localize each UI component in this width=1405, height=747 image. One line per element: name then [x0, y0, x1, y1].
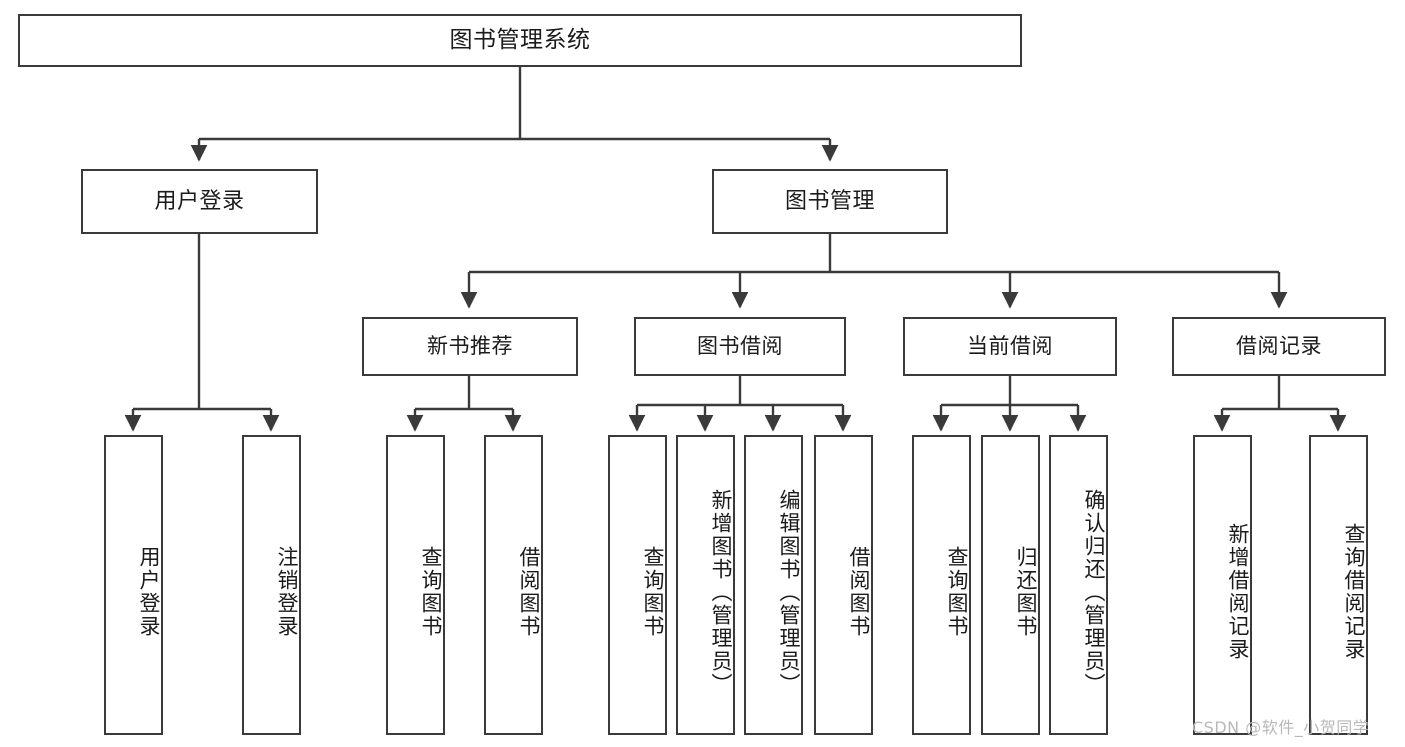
node-query-borrow-record-label: 查询借阅记录: [1342, 523, 1366, 661]
node-add-book-label: 新增图书（管理员）: [709, 488, 733, 696]
node-query-borrow-record[interactable]: 查询借阅记录: [1309, 435, 1368, 735]
node-return-book-label: 归还图书: [1014, 546, 1038, 638]
node-book-management[interactable]: 图书管理: [712, 169, 948, 234]
node-user-login[interactable]: 用户登录: [81, 169, 318, 234]
node-add-borrow-record-label: 新增借阅记录: [1226, 523, 1250, 661]
node-book-borrow-label: 图书借阅: [697, 334, 783, 359]
node-borrow-book-1-label: 借阅图书: [517, 546, 541, 638]
node-user-login-leaf[interactable]: 用户登录: [104, 435, 163, 735]
node-edit-book[interactable]: 编辑图书（管理员）: [744, 435, 803, 735]
node-user-login-label: 用户登录: [154, 188, 245, 214]
node-current-borrow[interactable]: 当前借阅: [903, 317, 1117, 376]
node-query-book-3[interactable]: 查询图书: [912, 435, 971, 735]
node-user-login-leaf-label: 用户登录: [137, 546, 161, 638]
node-query-book-1[interactable]: 查询图书: [386, 435, 445, 735]
watermark: CSDN @软件_小贺同学: [1192, 718, 1370, 737]
node-book-borrow[interactable]: 图书借阅: [634, 317, 846, 376]
node-borrow-book-2-label: 借阅图书: [847, 546, 871, 638]
node-new-book-recommend[interactable]: 新书推荐: [362, 317, 578, 376]
node-user-logout-leaf-label: 注销登录: [275, 546, 299, 638]
node-confirm-return-label: 确认归还（管理员）: [1082, 488, 1106, 696]
node-root[interactable]: 图书管理系统: [18, 14, 1022, 67]
node-borrow-record[interactable]: 借阅记录: [1172, 317, 1386, 376]
node-borrow-book-2[interactable]: 借阅图书: [814, 435, 873, 735]
node-query-book-2-label: 查询图书: [641, 546, 665, 638]
node-query-book-2[interactable]: 查询图书: [608, 435, 667, 735]
node-return-book[interactable]: 归还图书: [981, 435, 1040, 735]
node-new-book-recommend-label: 新书推荐: [427, 334, 513, 359]
node-current-borrow-label: 当前借阅: [967, 334, 1053, 359]
node-user-logout-leaf[interactable]: 注销登录: [242, 435, 301, 735]
node-add-book[interactable]: 新增图书（管理员）: [676, 435, 735, 735]
node-borrow-book-1[interactable]: 借阅图书: [484, 435, 543, 735]
node-add-borrow-record[interactable]: 新增借阅记录: [1193, 435, 1252, 735]
node-root-label: 图书管理系统: [449, 26, 591, 53]
node-query-book-3-label: 查询图书: [945, 546, 969, 638]
node-borrow-record-label: 借阅记录: [1236, 334, 1322, 359]
node-confirm-return[interactable]: 确认归还（管理员）: [1049, 435, 1108, 735]
node-edit-book-label: 编辑图书（管理员）: [777, 488, 801, 696]
node-query-book-1-label: 查询图书: [419, 546, 443, 638]
node-book-management-label: 图书管理: [784, 188, 875, 214]
